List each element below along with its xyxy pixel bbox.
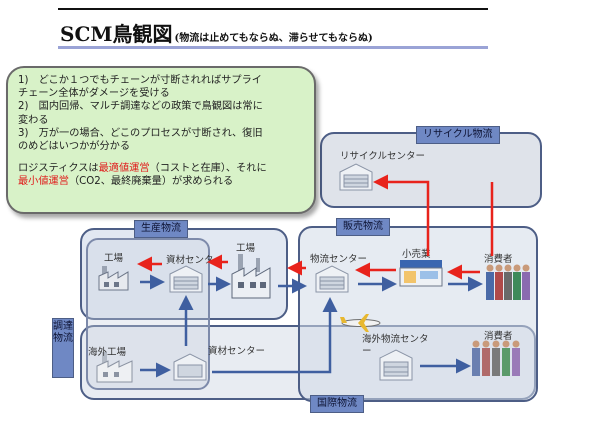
label-consumer-2: 消費者	[484, 331, 513, 342]
label-distribution-center: 物流センター	[310, 254, 368, 265]
note-line: のめどはいつかが分かる	[18, 141, 131, 153]
label-retail: 小売業	[402, 249, 431, 260]
label-materials-center: 資材センター	[166, 255, 224, 266]
warehouse-icon	[339, 163, 373, 191]
zone-label-sales: 販売物流	[336, 218, 390, 236]
warehouse-icon	[315, 265, 349, 293]
optimal-operation: 最適値運営	[98, 163, 150, 175]
label-recycle-center: リサイクルセンター	[340, 151, 426, 162]
retail-store-icon	[399, 260, 443, 287]
logistics-requirement-2: 最小値運営（CO2、最終廃棄量）が求められる	[18, 176, 234, 188]
logistics-requirement: ロジスティクスは最適値運営（コストと在庫）、それに	[18, 163, 267, 175]
title-underline	[58, 46, 488, 49]
note-line: 1) どこか１つでもチェーンが寸断されればサプライ	[18, 75, 262, 86]
label-materials-center-2: 資材センター	[208, 346, 266, 357]
warehouse-icon	[173, 353, 207, 381]
airplane-icon	[340, 314, 381, 332]
label-consumer: 消費者	[484, 254, 513, 265]
minimum-operation: 最小値運営	[18, 176, 69, 188]
title-top-rule	[58, 8, 488, 10]
warehouse-icon	[379, 349, 413, 381]
zone-label-production: 生産物流	[134, 220, 188, 238]
title: SCM鳥観図(物流は止めてもならぬ、滞らせてもならぬ)	[60, 18, 373, 47]
page-subtitle: (物流は止めてもならぬ、滞らせてもならぬ)	[174, 33, 373, 44]
label-factory-b: 工場	[236, 243, 256, 254]
warehouse-icon	[169, 265, 203, 293]
factory-icon	[96, 352, 133, 383]
consumers-icon	[472, 340, 520, 376]
factory-icon	[98, 266, 129, 291]
zone-label-procurement: 調達物流	[52, 318, 74, 378]
consumers-icon	[486, 264, 530, 300]
note-line: 変わる	[18, 114, 49, 126]
note-line: チェーン全体がダメージを受ける	[18, 88, 170, 100]
zone-label-recycle: リサイクル物流	[416, 126, 500, 144]
label-overseas-factory: 海外工場	[88, 347, 127, 358]
label-overseas-dc: 海外物流センター	[362, 334, 429, 357]
key-points-note: 1) どこか１つでもチェーンが寸断されればサプライ チェーン全体がダメージを受け…	[6, 66, 316, 214]
note-line: 2) 国内回帰、マルチ調達などの政策で鳥観図は常に	[18, 101, 263, 113]
page-title: SCM鳥観図	[60, 22, 173, 46]
zone-label-international: 国際物流	[310, 395, 364, 413]
label-factory: 工場	[104, 253, 124, 264]
factory-icon	[231, 254, 271, 299]
note-line: 3) 万が一の場合、どこのプロセスが寸断され、復旧	[18, 127, 263, 139]
